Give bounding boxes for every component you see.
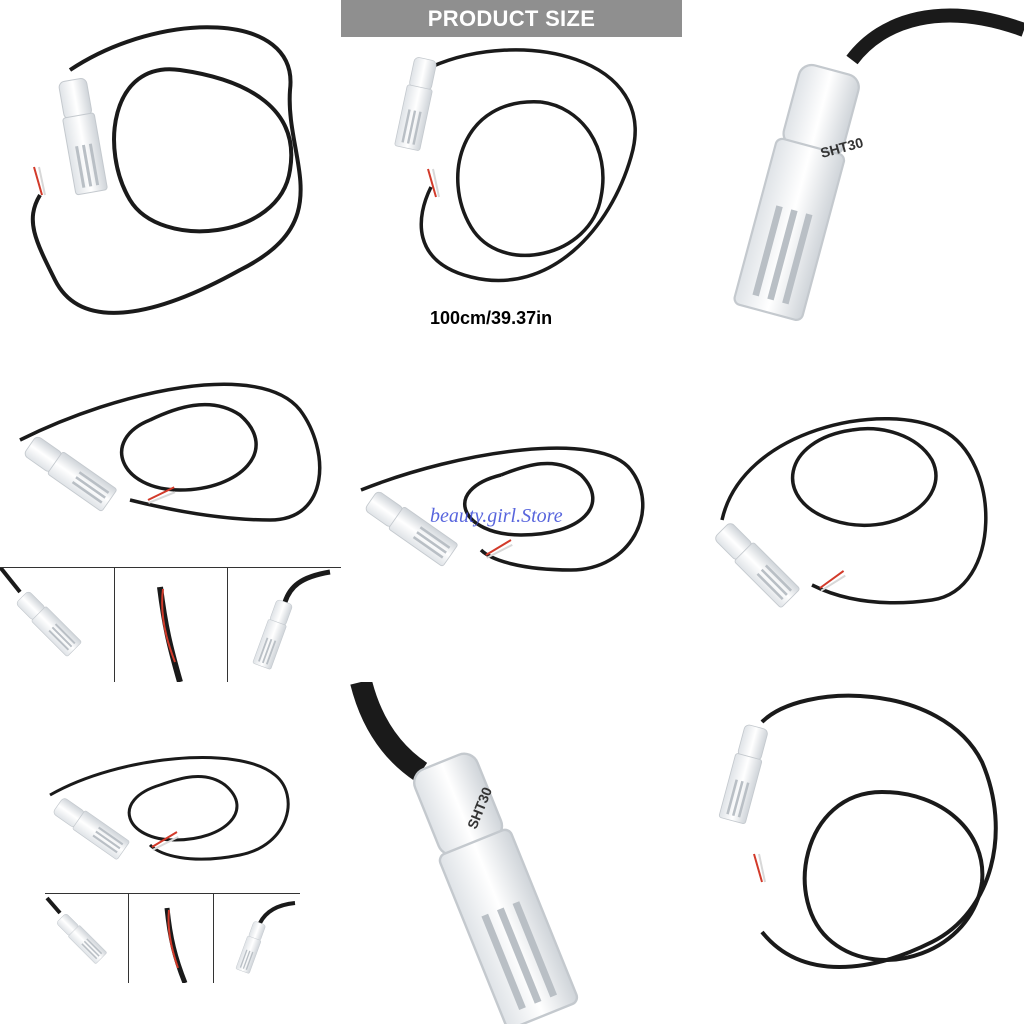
product-photo-8: SHT30: [341, 682, 682, 1024]
product-photo-9: [682, 682, 1024, 1024]
product-detail-strip-1: [0, 567, 341, 682]
product-photo-2: [341, 37, 682, 305]
cable-length-label: 100cm/39.37in: [430, 308, 553, 328]
strip-2-divider-b: [213, 893, 214, 983]
product-photo-1: [0, 0, 341, 341]
product-photo-3: SHT30: [682, 0, 1024, 341]
product-photo-5: [341, 420, 682, 580]
strip-2-divider-a: [128, 893, 129, 983]
strip-1-top-border: [0, 567, 341, 568]
store-watermark: beauty.girl.Store: [430, 505, 563, 527]
product-photo-7: [0, 745, 341, 890]
strip-1-divider-b: [227, 567, 228, 682]
product-size-banner: PRODUCT SIZE: [341, 0, 682, 37]
strip-1-divider-a: [114, 567, 115, 682]
strip-2-top-border: [45, 893, 300, 894]
product-detail-strip-2: [45, 893, 300, 983]
product-photo-4: [0, 370, 341, 565]
product-photo-6: [682, 390, 1024, 640]
